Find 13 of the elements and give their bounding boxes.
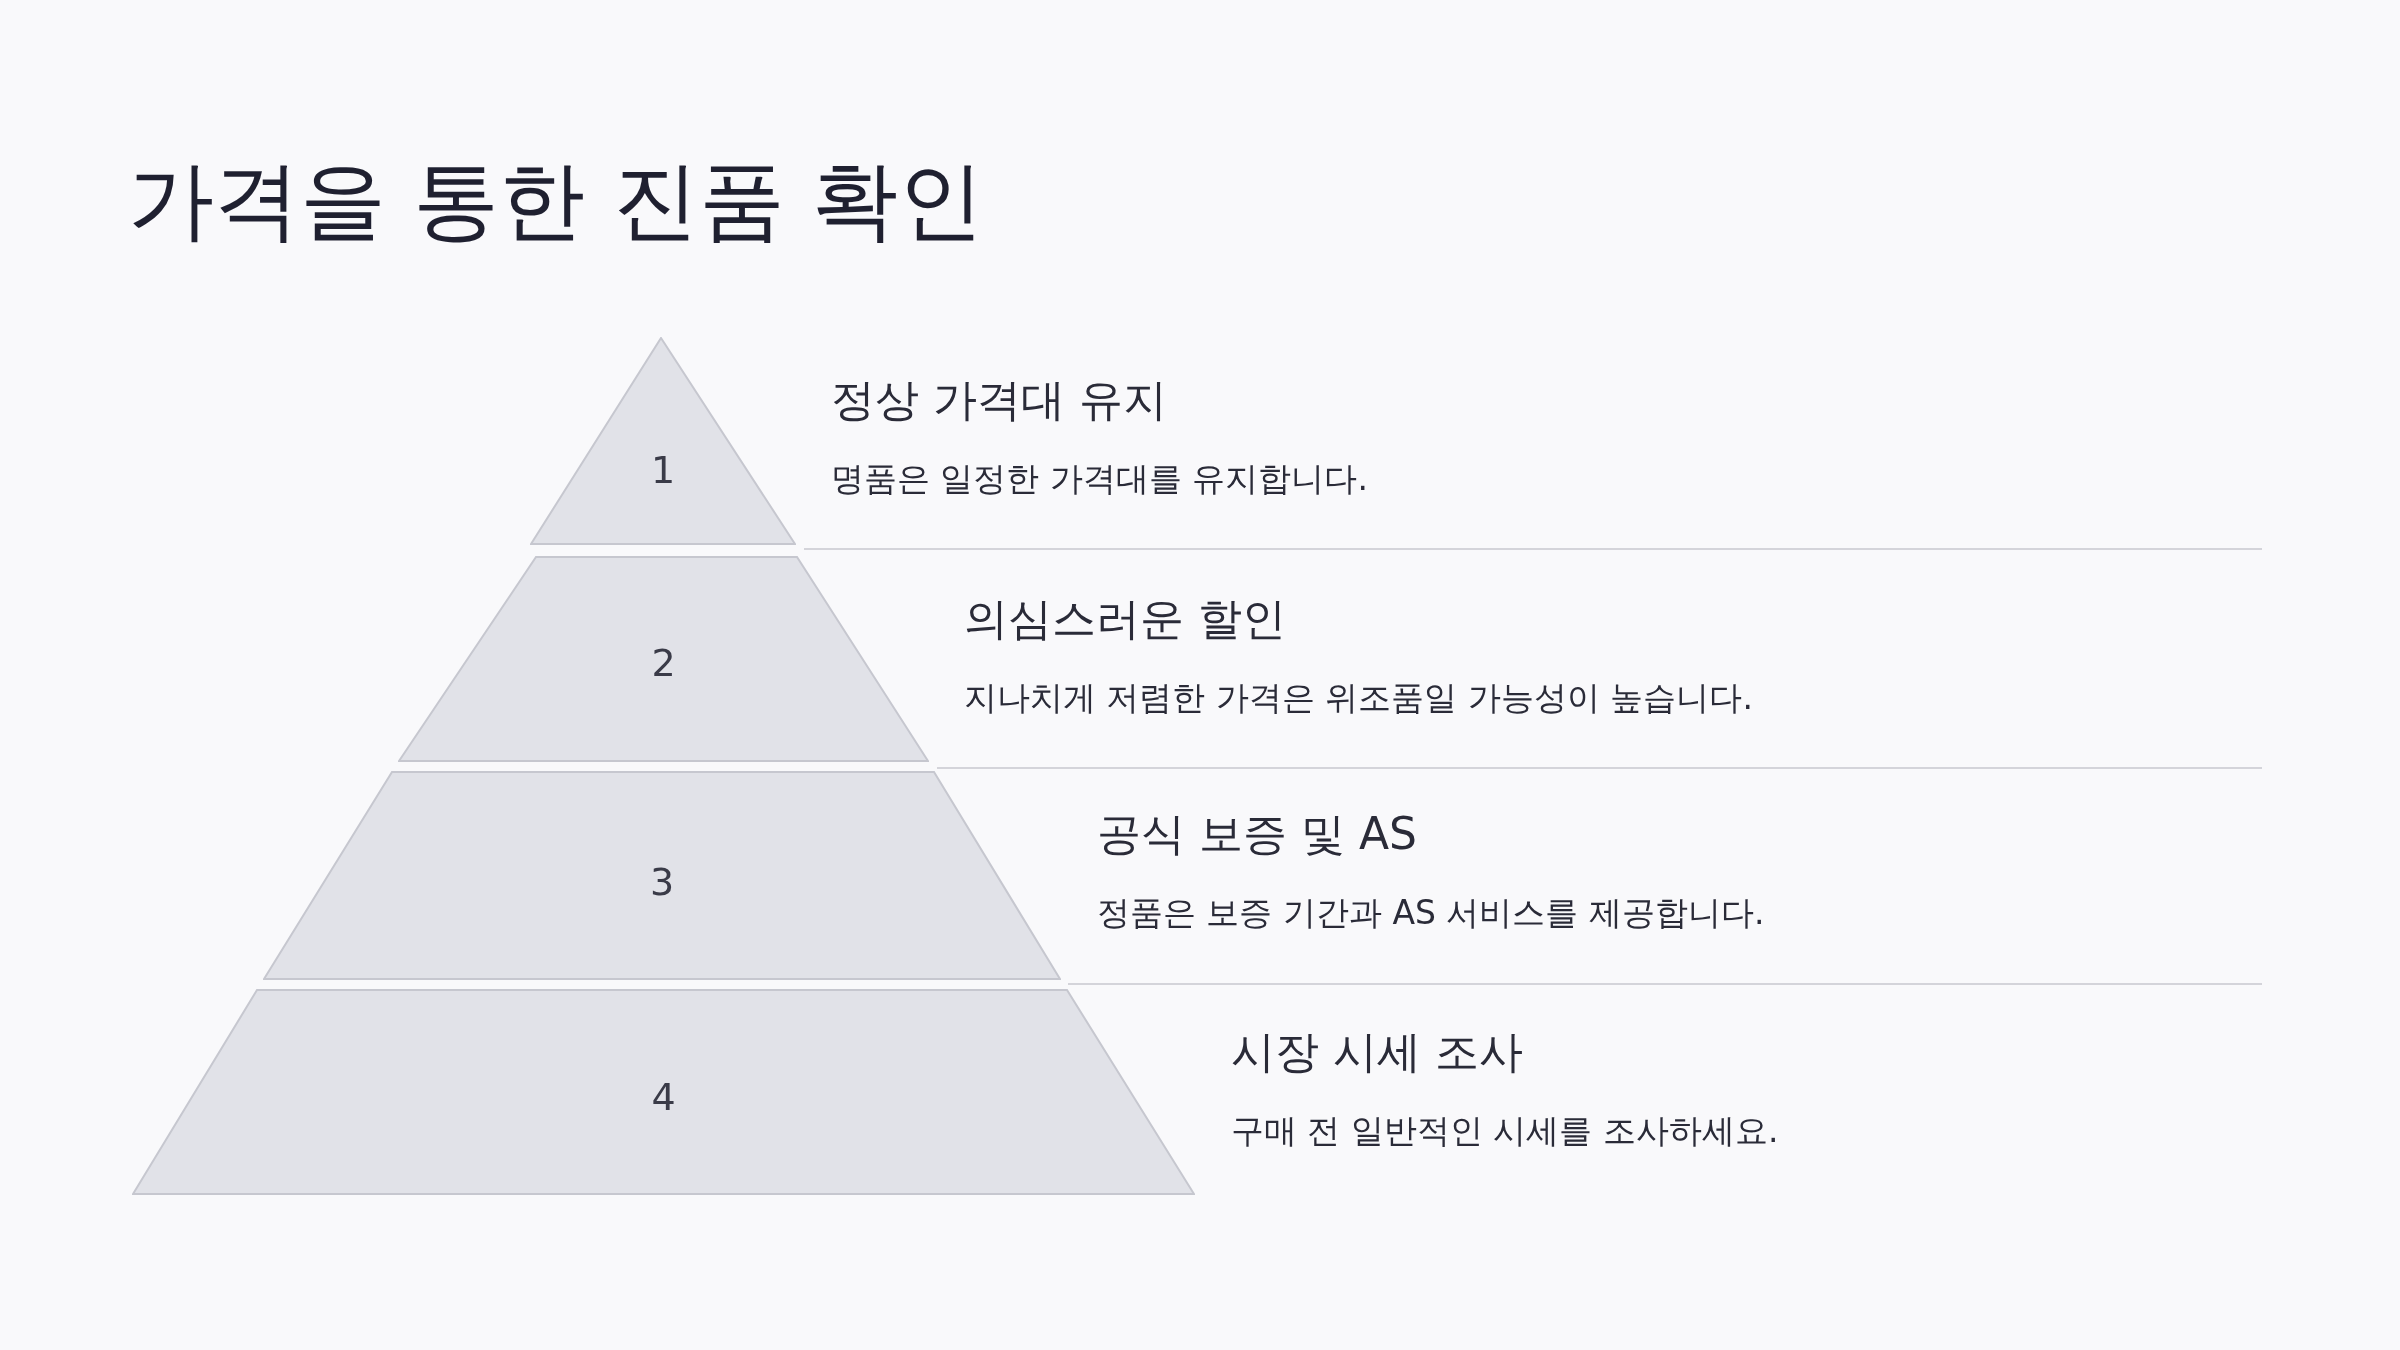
step-heading: 시장 시세 조사 (1231, 1025, 1523, 1079)
step-description: 구매 전 일반적인 시세를 조사하세요. (1231, 1110, 1779, 1152)
layer-number: 2 (650, 640, 677, 687)
slide-title: 가격을 통한 진품 확인 (128, 149, 984, 252)
layer-number: 4 (650, 1074, 677, 1121)
step-heading: 의심스러운 할인 (964, 592, 1286, 646)
layer-number: 3 (648, 859, 676, 906)
step-description: 명품은 일정한 가격대를 유지합니다. (831, 458, 1368, 500)
step-heading: 공식 보증 및 AS (1097, 807, 1417, 861)
step-heading: 정상 가격대 유지 (831, 373, 1167, 427)
step-description: 정품은 보증 기간과 AS 서비스를 제공합니다. (1097, 892, 1765, 934)
layer-number: 1 (649, 447, 677, 494)
step-description: 지나치게 저렴한 가격은 위조품일 가능성이 높습니다. (964, 677, 1753, 719)
